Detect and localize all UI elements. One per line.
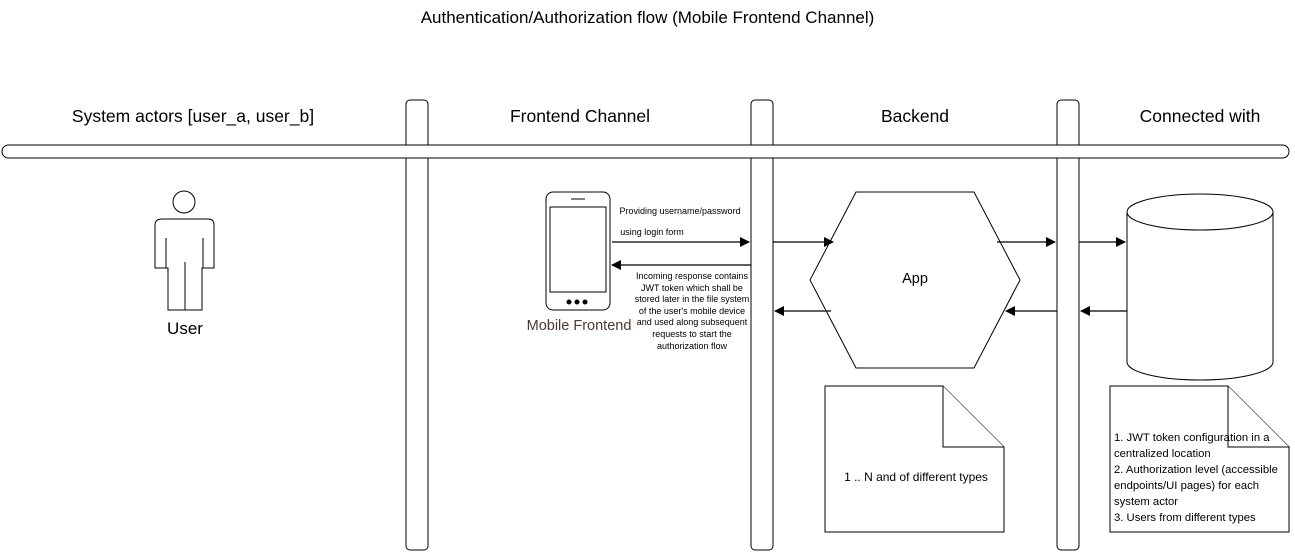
request-label-line1: Providing username/password [619, 206, 741, 216]
mobile-device-icon [545, 191, 611, 311]
app-hexagon [809, 191, 1021, 369]
user-icon [154, 190, 215, 311]
lane-title-backend: Backend [880, 106, 950, 126]
lane-divider-2 [750, 99, 774, 551]
connected-note-text: 1. JWT token configuration in a centrali… [1114, 432, 1278, 524]
lane-divider-1 [405, 99, 429, 551]
app-label: App [902, 271, 928, 287]
lane-title-frontend: Frontend Channel [509, 106, 651, 126]
page-title: Authentication/Authorization flow (Mobil… [420, 8, 875, 27]
backend-note-text: 1 .. N and of different types [844, 470, 988, 484]
request-label-line2: using login form [620, 227, 684, 237]
connected-note-shape [1109, 385, 1290, 533]
response-label: Incoming response contains JWT token whi… [634, 271, 750, 351]
database-icon [1126, 193, 1274, 381]
backend-note-shape [824, 385, 1005, 533]
lane-divider-3 [1056, 99, 1080, 551]
lane-header-bar [1, 144, 1290, 159]
mobile-frontend-label: Mobile Frontend [526, 318, 632, 334]
lane-title-actors: System actors [user_a, user_b] [71, 106, 315, 126]
lane-title-connected: Connected with [1139, 106, 1261, 126]
user-label: User [167, 319, 203, 338]
